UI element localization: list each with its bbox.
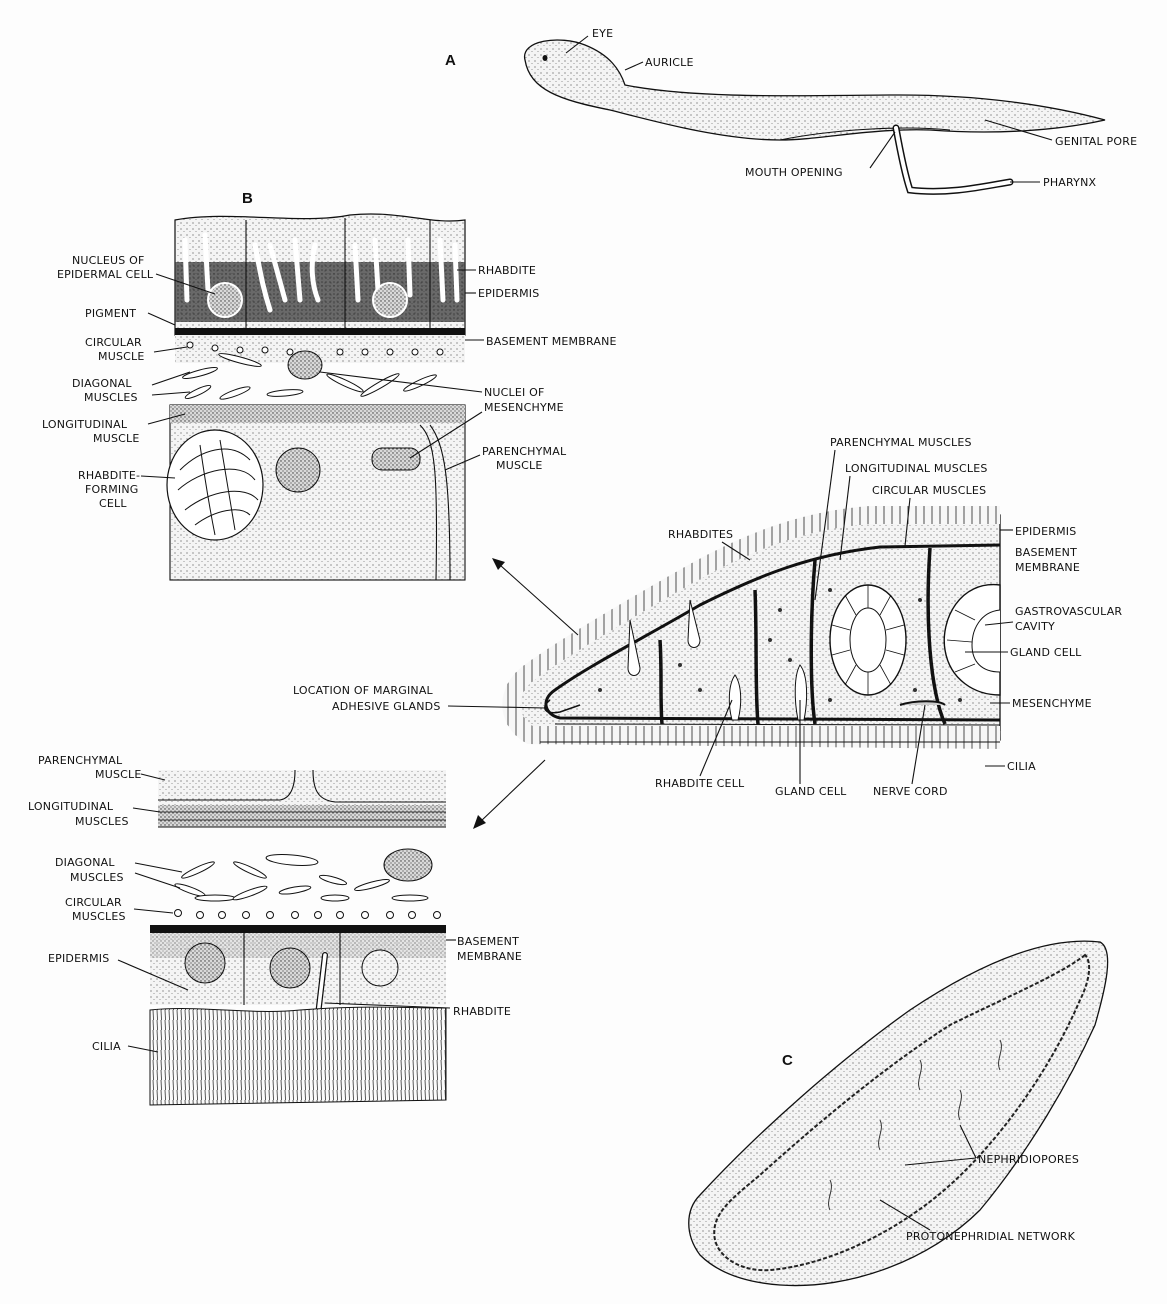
label-longitudinal-muscle: LONGITUDINAL xyxy=(42,418,128,431)
panel-label-a: A xyxy=(445,52,456,69)
label-circular-muscle: CIRCULAR xyxy=(85,336,142,349)
lower-epidermal-nucleus xyxy=(185,943,225,983)
label-nerve-cord: NERVE CORD xyxy=(873,785,948,798)
label-circular-muscles-cs: CIRCULAR MUSCLES xyxy=(872,484,986,497)
lower-basement-membrane xyxy=(150,925,446,933)
lower-circular-muscle-dots xyxy=(175,910,441,919)
label-circular-muscles-lower: CIRCULAR xyxy=(65,896,122,909)
label-gland-cell-bottom: GLAND CELL xyxy=(775,785,847,798)
svg-text:FORMING: FORMING xyxy=(85,483,139,496)
label-rhabdites: RHABDITES xyxy=(668,528,733,541)
svg-text:MUSCLES: MUSCLES xyxy=(70,871,124,884)
svg-text:EPIDERMAL CELL: EPIDERMAL CELL xyxy=(57,268,154,281)
label-genital-pore: GENITAL PORE xyxy=(1055,135,1137,148)
svg-text:MEMBRANE: MEMBRANE xyxy=(457,950,522,963)
svg-text:MUSCLE: MUSCLE xyxy=(93,432,139,445)
upper-tissue-block xyxy=(167,214,465,580)
label-rhabdite-lower: RHABDITE xyxy=(453,1005,511,1018)
label-rhabdite-cell: RHABDITE CELL xyxy=(655,777,745,790)
svg-text:CAVITY: CAVITY xyxy=(1015,620,1055,633)
epidermal-nucleus xyxy=(208,283,242,317)
ventral-epidermis xyxy=(540,726,1000,742)
svg-text:MEMBRANE: MEMBRANE xyxy=(1015,561,1080,574)
label-gland-cell-right: GLAND CELL xyxy=(1010,646,1082,659)
label-auricle: AURICLE xyxy=(645,56,694,69)
svg-text:MUSCLE: MUSCLE xyxy=(496,459,542,472)
eye-spot xyxy=(543,55,548,61)
svg-text:MUSCLES: MUSCLES xyxy=(84,391,138,404)
mesenchyme-cell xyxy=(276,448,320,492)
label-pigment: PIGMENT xyxy=(85,307,136,320)
label-cilia-lower: CILIA xyxy=(92,1040,121,1053)
arrow-to-lower xyxy=(480,760,545,822)
svg-text:ADHESIVE GLANDS: ADHESIVE GLANDS xyxy=(332,700,441,713)
svg-text:MUSCLE: MUSCLE xyxy=(98,350,144,363)
label-basement-membrane-lower: BASEMENT xyxy=(457,935,519,948)
label-mesenchyme: MESENCHYME xyxy=(1012,697,1092,710)
worm-body xyxy=(525,40,1105,140)
lower-tissue-block xyxy=(150,770,446,1105)
svg-text:MESENCHYME: MESENCHYME xyxy=(484,401,564,414)
pharynx-tube xyxy=(896,128,1010,191)
label-gastrovascular-cavity: GASTROVASCULAR xyxy=(1015,605,1122,618)
label-epidermis-upper: EPIDERMIS xyxy=(478,287,539,300)
arrow-to-upper xyxy=(500,565,578,635)
label-parenchymal-muscle-upper: PARENCHYMAL xyxy=(482,445,567,458)
label-mouth-opening: MOUTH OPENING xyxy=(745,166,843,179)
label-longitudinal-muscles-lower: LONGITUDINAL xyxy=(28,800,114,813)
label-marginal-adhesive-glands: LOCATION OF MARGINAL xyxy=(293,684,434,697)
lower-longitudinal-muscles xyxy=(158,805,446,827)
svg-text:MUSCLES: MUSCLES xyxy=(72,910,126,923)
label-rhabdite-forming-cell: RHABDITE- xyxy=(78,469,140,482)
label-epidermis-cs: EPIDERMIS xyxy=(1015,525,1076,538)
label-longitudinal-muscles-cs: LONGITUDINAL MUSCLES xyxy=(845,462,988,475)
label-parenchymal-muscle-lower: PARENCHYMAL xyxy=(38,754,123,767)
label-nuclei-mesenchyme: NUCLEI OF xyxy=(484,386,545,399)
label-diagonal-muscles: DIAGONAL xyxy=(72,377,132,390)
mesenchyme-nucleus xyxy=(288,351,322,379)
panel-label-c: C xyxy=(782,1052,793,1069)
label-parenchymal-muscles: PARENCHYMAL MUSCLES xyxy=(830,436,972,449)
label-rhabdite: RHABDITE xyxy=(478,264,536,277)
label-eye: EYE xyxy=(592,27,613,40)
label-basement-membrane-upper: BASEMENT MEMBRANE xyxy=(486,335,617,348)
gut-lumen-1 xyxy=(830,585,906,695)
rhabdite-forming-cell-body xyxy=(167,430,263,540)
panel-label-b: B xyxy=(242,190,253,207)
label-basement-membrane-cs: BASEMENT xyxy=(1015,546,1077,559)
svg-text:MUSCLES: MUSCLES xyxy=(75,815,129,828)
cross-section xyxy=(511,515,1000,742)
basement-membrane-band xyxy=(175,328,465,335)
svg-text:CELL: CELL xyxy=(99,497,127,510)
label-protonephridial-network: PROTONEPHRIDIAL NETWORK xyxy=(906,1230,1076,1243)
label-cilia-cs: CILIA xyxy=(1007,760,1036,773)
longitudinal-muscle-band xyxy=(170,405,465,423)
label-pharynx: PHARYNX xyxy=(1043,176,1097,189)
label-nephridiopores: NEPHRIDIOPORES xyxy=(978,1153,1079,1166)
label-diagonal-muscles-lower: DIAGONAL xyxy=(55,856,115,869)
label-nucleus-epidermal: NUCLEUS OF xyxy=(72,254,145,267)
label-epidermis-lower: EPIDERMIS xyxy=(48,952,109,965)
svg-text:MUSCLE: MUSCLE xyxy=(95,768,141,781)
lower-cilia xyxy=(150,1007,446,1105)
